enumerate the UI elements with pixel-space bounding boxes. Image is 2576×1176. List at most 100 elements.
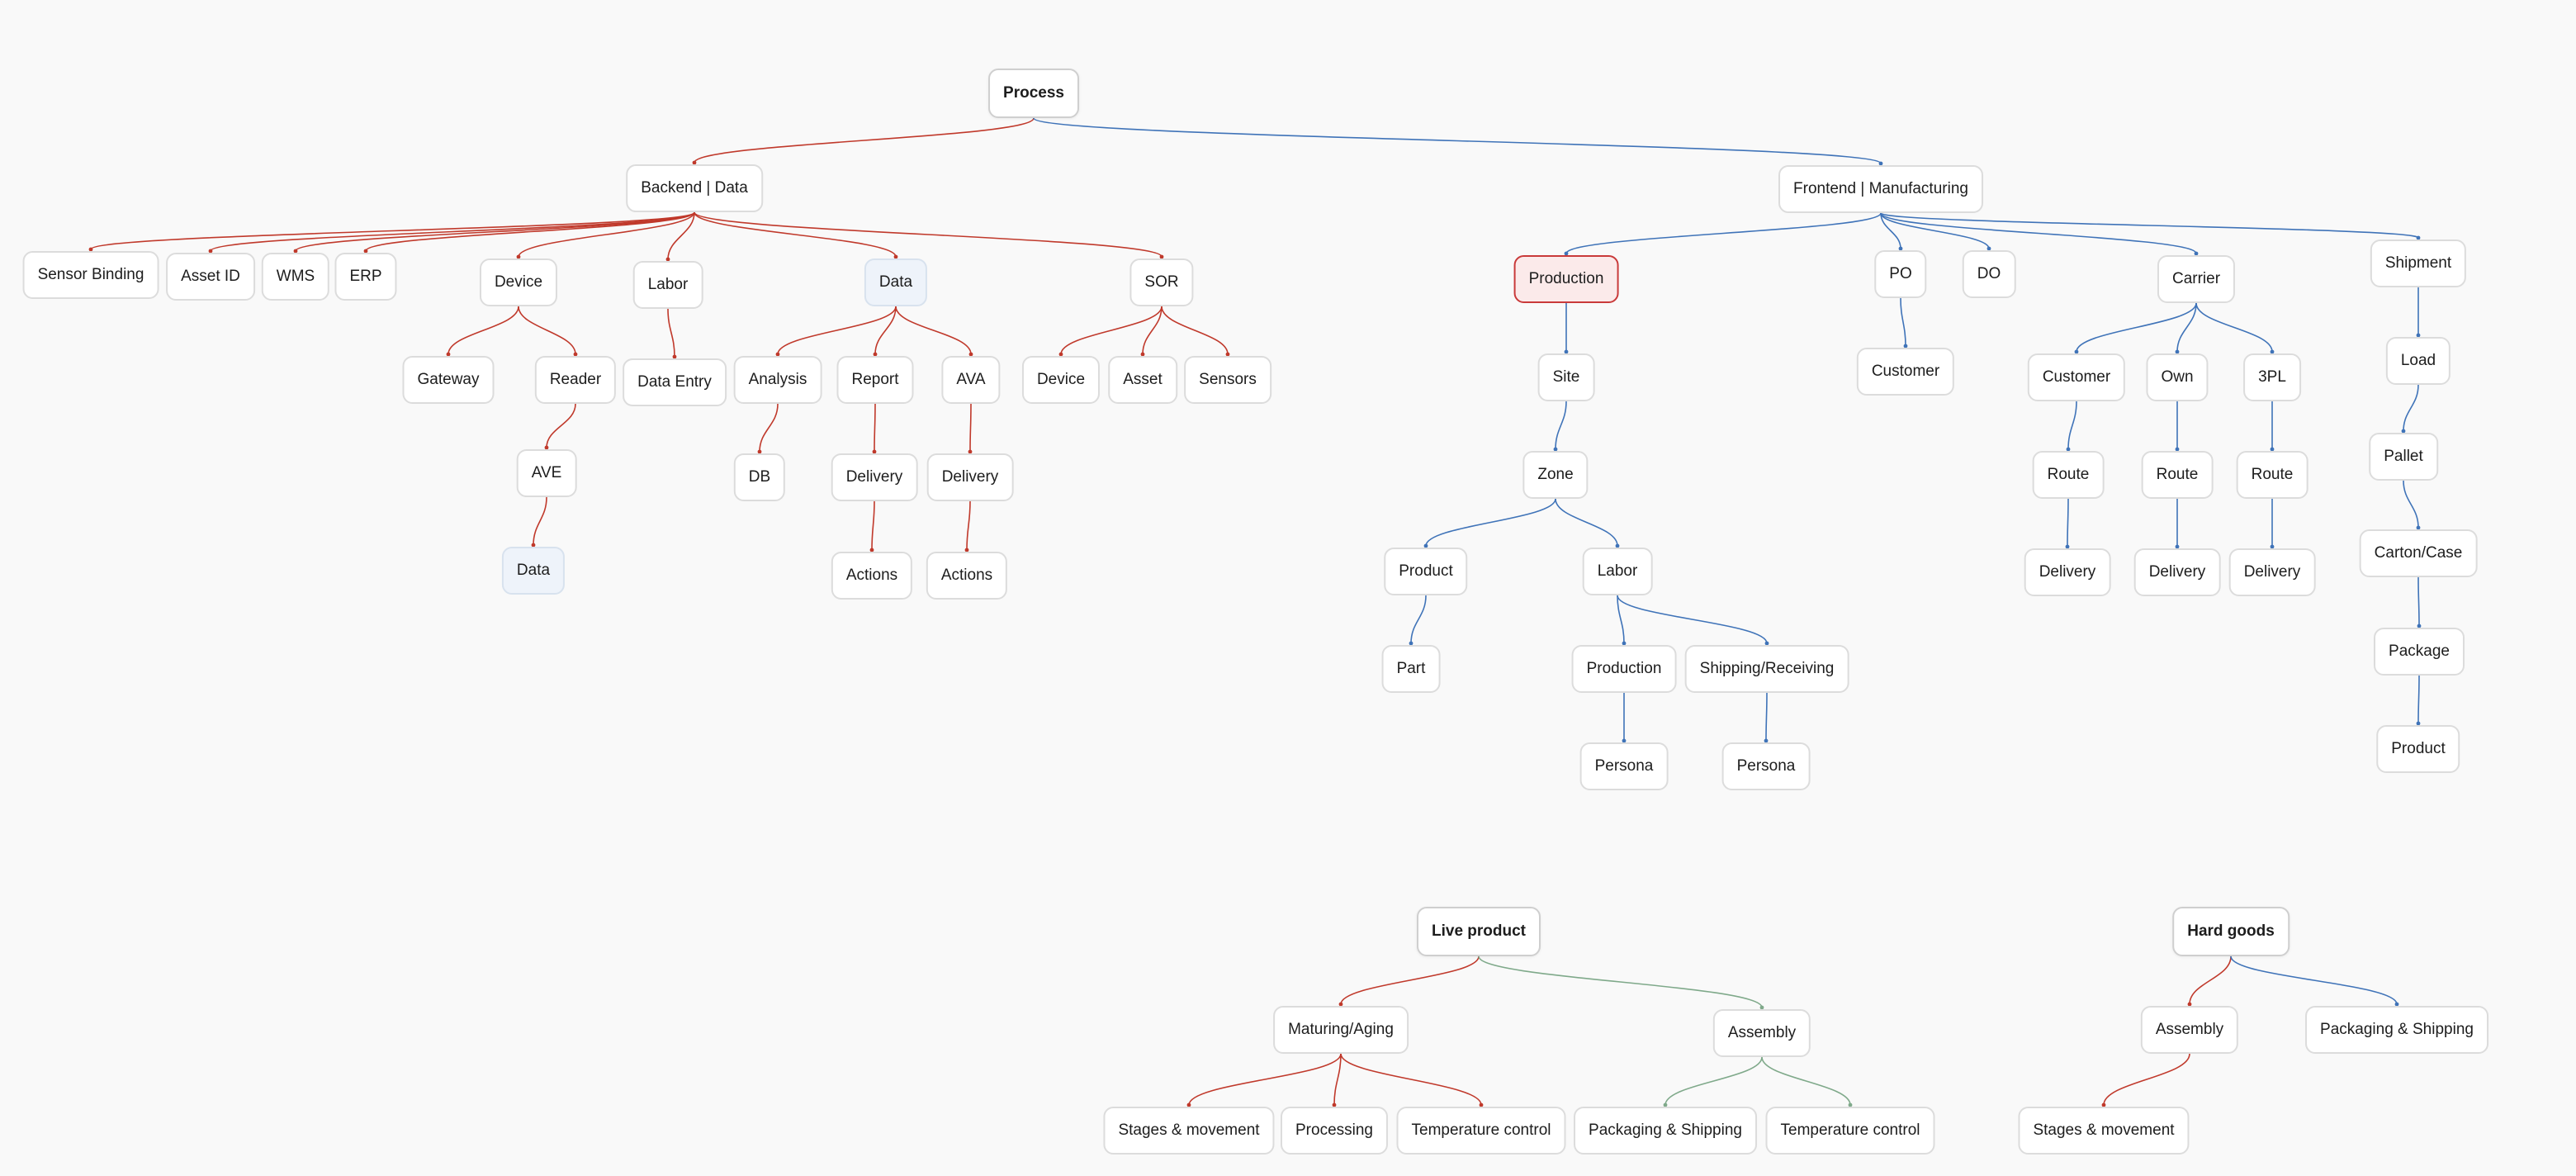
connector-24 bbox=[1060, 306, 1163, 355]
node-hard-goods[interactable]: Hard goods bbox=[2172, 907, 2290, 956]
connector-9 bbox=[694, 211, 897, 258]
node-persona-1[interactable]: Persona bbox=[1579, 742, 1669, 790]
connector-54 bbox=[2417, 576, 2420, 627]
node-ave[interactable]: AVE bbox=[516, 449, 577, 497]
node-report[interactable]: Report bbox=[836, 356, 914, 404]
node-frontend-manufacturing[interactable]: Frontend | Manufacturing bbox=[1778, 165, 1983, 213]
node-hard-packaging[interactable]: Packaging & Shipping bbox=[2305, 1006, 2488, 1054]
node-part[interactable]: Part bbox=[1381, 645, 1441, 693]
node-po[interactable]: PO bbox=[1874, 250, 1927, 298]
node-data-ave[interactable]: Data bbox=[501, 547, 566, 595]
connector-dot-7 bbox=[516, 254, 521, 259]
connector-dot-44 bbox=[2270, 349, 2275, 354]
node-hard-assembly[interactable]: Assembly bbox=[2140, 1006, 2239, 1054]
node-persona-2[interactable]: Persona bbox=[1721, 742, 1811, 790]
node-sor-device[interactable]: Device bbox=[1021, 356, 1101, 404]
node-carrier-customer-delivery[interactable]: Delivery bbox=[2024, 548, 2111, 596]
connector-3 bbox=[90, 211, 695, 250]
node-product[interactable]: Product bbox=[1384, 548, 1468, 595]
node-package[interactable]: Package bbox=[2374, 628, 2465, 676]
node-carrier[interactable]: Carrier bbox=[2157, 255, 2236, 303]
node-live-processing[interactable]: Processing bbox=[1281, 1107, 1388, 1155]
connector-dot-57 bbox=[1759, 1005, 1764, 1010]
node-3pl[interactable]: 3PL bbox=[2243, 353, 2301, 401]
connector-29 bbox=[1880, 212, 1990, 249]
node-own-delivery[interactable]: Delivery bbox=[2133, 548, 2221, 596]
node-own-route[interactable]: Route bbox=[2141, 451, 2214, 499]
node-sor-sensors[interactable]: Sensors bbox=[1184, 356, 1271, 404]
node-own[interactable]: Own bbox=[2146, 353, 2209, 401]
node-ava-delivery[interactable]: Delivery bbox=[926, 453, 1014, 501]
connector-dot-47 bbox=[2175, 447, 2180, 452]
node-carton-case[interactable]: Carton/Case bbox=[2359, 529, 2478, 577]
node-report-actions[interactable]: Actions bbox=[831, 552, 913, 600]
connector-38 bbox=[1617, 595, 1768, 644]
node-analysis[interactable]: Analysis bbox=[733, 356, 822, 404]
connector-61 bbox=[1664, 1056, 1763, 1106]
node-maturing-aging[interactable]: Maturing/Aging bbox=[1273, 1006, 1409, 1054]
node-labor-frontend[interactable]: Labor bbox=[1582, 548, 1653, 595]
connector-20 bbox=[874, 403, 876, 453]
connector-dot-46 bbox=[2065, 544, 2070, 549]
node-production[interactable]: Production bbox=[1513, 255, 1619, 303]
connector-dot-64 bbox=[2394, 1002, 2399, 1007]
node-shipping-receiving[interactable]: Shipping/Receiving bbox=[1684, 645, 1849, 693]
connector-25 bbox=[1142, 306, 1163, 355]
node-carrier-customer[interactable]: Customer bbox=[2027, 353, 2126, 401]
node-process[interactable]: Process bbox=[988, 69, 1079, 118]
connector-dot-28 bbox=[1898, 246, 1903, 251]
connector-dot-39 bbox=[1622, 738, 1627, 743]
connector-dot-32 bbox=[1564, 349, 1569, 354]
node-db[interactable]: DB bbox=[733, 453, 786, 501]
node-wms[interactable]: WMS bbox=[261, 253, 330, 301]
node-pallet[interactable]: Pallet bbox=[2369, 433, 2438, 481]
connector-dot-53 bbox=[2416, 525, 2421, 530]
node-live-product[interactable]: Live product bbox=[1416, 907, 1541, 956]
connector-19 bbox=[759, 403, 779, 453]
node-po-customer[interactable]: Customer bbox=[1856, 348, 1955, 396]
node-live-temp[interactable]: Temperature control bbox=[1396, 1107, 1566, 1155]
node-sensor-binding[interactable]: Sensor Binding bbox=[22, 251, 159, 299]
connector-dot-34 bbox=[1423, 543, 1428, 548]
node-reader[interactable]: Reader bbox=[534, 356, 617, 404]
node-live-stages[interactable]: Stages & movement bbox=[1103, 1107, 1275, 1155]
node-load[interactable]: Load bbox=[2385, 337, 2451, 385]
node-data-entry[interactable]: Data Entry bbox=[623, 358, 727, 406]
connector-31 bbox=[1880, 212, 2419, 239]
node-3pl-route[interactable]: Route bbox=[2236, 451, 2308, 499]
node-asset-id[interactable]: Asset ID bbox=[166, 253, 255, 301]
connector-dot-29 bbox=[1986, 246, 1991, 251]
node-device[interactable]: Device bbox=[479, 258, 558, 306]
node-gateway[interactable]: Gateway bbox=[402, 356, 495, 404]
node-site[interactable]: Site bbox=[1537, 353, 1595, 401]
node-sor[interactable]: SOR bbox=[1129, 258, 1194, 306]
node-carrier-customer-route[interactable]: Route bbox=[2032, 451, 2105, 499]
connector-dot-15 bbox=[672, 354, 677, 359]
node-labor-backend[interactable]: Labor bbox=[632, 261, 703, 309]
connector-dot-58 bbox=[1186, 1102, 1191, 1107]
node-report-delivery[interactable]: Delivery bbox=[831, 453, 918, 501]
node-labor-production[interactable]: Production bbox=[1571, 645, 1677, 693]
node-shipment[interactable]: Shipment bbox=[2370, 239, 2467, 287]
connector-17 bbox=[874, 306, 897, 355]
connector-16 bbox=[777, 306, 897, 355]
connector-6 bbox=[365, 211, 695, 252]
node-ava[interactable]: AVA bbox=[941, 356, 1001, 404]
connector-dot-38 bbox=[1764, 641, 1769, 646]
connector-dot-6 bbox=[363, 249, 368, 254]
node-live-assembly[interactable]: Assembly bbox=[1712, 1009, 1811, 1057]
node-sor-asset[interactable]: Asset bbox=[1108, 356, 1177, 404]
connector-dot-41 bbox=[1903, 344, 1908, 349]
node-zone[interactable]: Zone bbox=[1522, 451, 1589, 499]
node-3pl-delivery[interactable]: Delivery bbox=[2228, 548, 2316, 596]
node-backend-data[interactable]: Backend | Data bbox=[626, 164, 763, 212]
node-live-packaging[interactable]: Packaging & Shipping bbox=[1574, 1107, 1757, 1155]
node-ava-actions[interactable]: Actions bbox=[926, 552, 1008, 600]
node-ship-product[interactable]: Product bbox=[2376, 725, 2460, 773]
connector-58 bbox=[1188, 1053, 1342, 1106]
node-hard-stages[interactable]: Stages & movement bbox=[2018, 1107, 2190, 1155]
node-do[interactable]: DO bbox=[1962, 250, 2016, 298]
node-live-assembly-temp[interactable]: Temperature control bbox=[1765, 1107, 1935, 1155]
node-erp[interactable]: ERP bbox=[334, 253, 397, 301]
node-data-backend[interactable]: Data bbox=[864, 258, 928, 306]
